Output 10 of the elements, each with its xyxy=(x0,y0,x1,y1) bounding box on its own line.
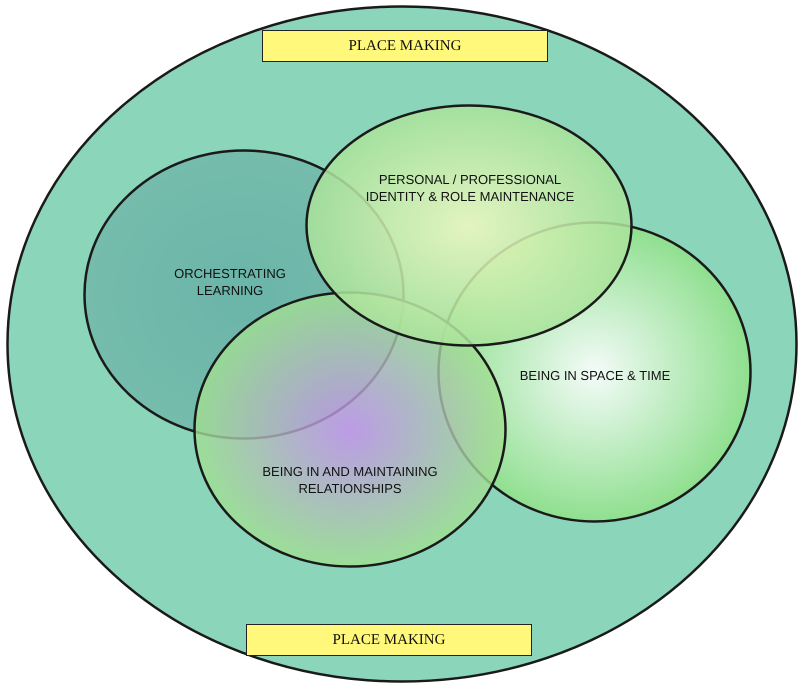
circle-label: PERSONAL / PROFESSIONAL IDENTITY & ROLE MAINTENANCE xyxy=(364,171,576,206)
title-plate xyxy=(262,30,548,62)
circle-label: ORCHESTRATING LEARNING xyxy=(173,265,287,300)
venn-circle xyxy=(305,104,633,347)
outer-ellipse xyxy=(6,5,798,683)
title-plate xyxy=(246,624,532,656)
plate-label: PLACE MAKING xyxy=(332,630,446,650)
circle-label: BEING IN SPACE & TIME xyxy=(518,366,672,384)
plate-label: PLACE MAKING xyxy=(348,36,462,56)
circle-label: BEING IN AND MAINTAINING RELATIONSHIPS xyxy=(261,463,439,498)
